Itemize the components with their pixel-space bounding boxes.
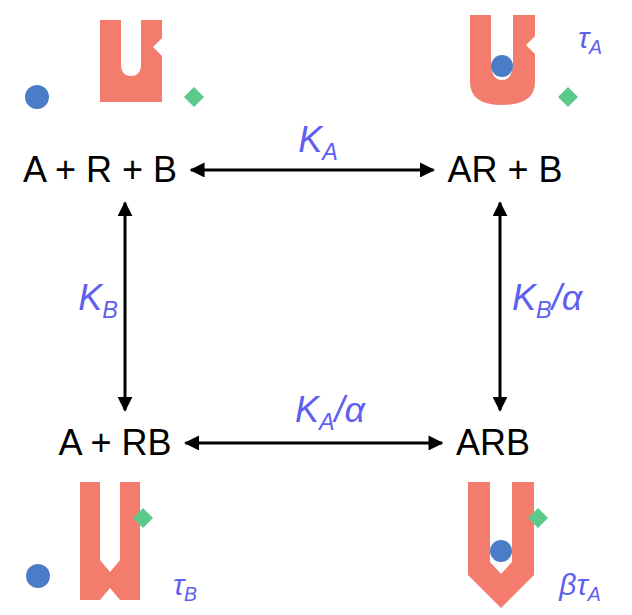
efficacy-label: τA <box>578 21 602 56</box>
species-text: A + RB <box>58 422 171 463</box>
math-run: A <box>589 36 602 58</box>
receptor-shape <box>468 482 534 608</box>
receptor-shape <box>80 482 140 600</box>
math-run: B <box>536 297 552 323</box>
constant-label: KA <box>298 119 338 160</box>
modulator-diamond <box>184 87 204 107</box>
efficacy-label: βτA <box>559 568 600 603</box>
math-run: τ <box>173 568 184 601</box>
receptor-shape <box>100 20 162 102</box>
ligand-dot <box>25 85 49 109</box>
math-run: B <box>102 297 118 323</box>
receptor-shape <box>470 15 535 105</box>
ligand-dot <box>491 55 513 77</box>
math-run: βτ <box>559 568 587 601</box>
math-run: A <box>319 409 335 435</box>
constant-label: KB/α <box>512 277 582 318</box>
constant-label: KB <box>78 277 118 318</box>
math-run: A <box>322 139 338 165</box>
math-run: K <box>78 277 102 318</box>
constant-label: KA/α <box>295 389 365 430</box>
species-text: ARB <box>456 422 530 463</box>
species-label: AR + B <box>443 147 566 192</box>
modulator-diamond <box>558 87 578 107</box>
equilibrium-arrow <box>499 203 502 411</box>
math-run: /α <box>552 277 583 318</box>
math-run: B <box>184 583 197 605</box>
species-label: A + RB <box>54 420 175 465</box>
math-run: τ <box>578 21 589 54</box>
math-run: K <box>295 389 319 430</box>
math-run: K <box>512 277 536 318</box>
ligand-dot <box>490 540 512 562</box>
math-run: /α <box>335 389 366 430</box>
species-label: ARB <box>452 420 534 465</box>
ligand-dot <box>26 564 50 588</box>
equilibrium-arrow <box>124 203 127 411</box>
species-text: AR + B <box>447 149 562 190</box>
modulator-diamond <box>528 508 548 528</box>
modulator-diamond <box>133 508 153 528</box>
math-run: A <box>588 583 601 605</box>
math-run: K <box>298 119 322 160</box>
efficacy-label: τB <box>173 568 197 603</box>
species-text: A + R + B <box>23 149 177 190</box>
equilibrium-arrow <box>186 441 442 444</box>
equilibrium-arrow <box>191 168 433 171</box>
species-label: A + R + B <box>19 147 181 192</box>
